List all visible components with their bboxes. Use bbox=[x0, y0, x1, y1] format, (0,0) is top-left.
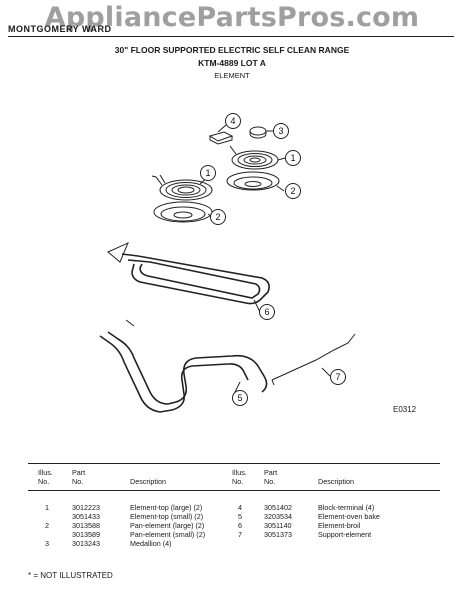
callout-2-a-label: 2 bbox=[215, 212, 220, 222]
row-part: 3013588 bbox=[72, 521, 100, 530]
row-no: 2 bbox=[45, 521, 49, 530]
row-no: 1 bbox=[45, 503, 49, 512]
row-part: 3051433 bbox=[72, 512, 100, 521]
model-number: KTM-4889 LOT A bbox=[198, 58, 266, 68]
broil-element bbox=[107, 242, 270, 305]
row-part: 3051402 bbox=[264, 503, 292, 512]
row-no: 6 bbox=[238, 521, 242, 530]
row-no: 4 bbox=[238, 503, 242, 512]
callout-3 bbox=[273, 123, 289, 139]
row-part: 3051140 bbox=[264, 521, 292, 530]
row-part: 3012223 bbox=[72, 503, 100, 512]
callout-4 bbox=[225, 113, 241, 129]
medallion bbox=[249, 126, 267, 139]
row-desc: Element-top (large) (2) bbox=[130, 503, 203, 512]
watermark-text: AppliancePartsPros.com bbox=[44, 2, 420, 33]
row-no: 7 bbox=[238, 530, 242, 539]
bake-element bbox=[99, 319, 268, 413]
row-desc: Block-terminal (4) bbox=[318, 503, 375, 512]
callout-2-b-label: 2 bbox=[290, 186, 295, 196]
footnote: * = NOT ILLUSTRATED bbox=[28, 571, 113, 580]
support-element bbox=[271, 333, 356, 386]
callout-3-label: 3 bbox=[278, 126, 283, 136]
callout-2-a bbox=[210, 209, 226, 225]
row-desc: Element-broil bbox=[318, 521, 361, 530]
callout-6-label: 6 bbox=[264, 307, 269, 317]
row-desc: Medallion (4) bbox=[130, 539, 172, 548]
callout-1-a-label: 1 bbox=[205, 168, 210, 178]
row-desc: Support-element bbox=[318, 530, 372, 539]
col-desc-right: Description bbox=[318, 477, 354, 486]
parts-diagram: 1 1 2 2 3 4 5 6 7 bbox=[99, 113, 356, 413]
col-part-left: Part No. bbox=[72, 468, 86, 486]
row-part: 3013589 bbox=[72, 530, 100, 539]
header-rule bbox=[8, 36, 454, 37]
row-part: 3051373 bbox=[264, 530, 292, 539]
brand-name: MONTGOMERY WARD bbox=[8, 24, 112, 34]
surface-element-small bbox=[229, 145, 279, 170]
terminal-block bbox=[208, 131, 234, 145]
row-desc: Element-top (small) (2) bbox=[130, 512, 204, 521]
callout-4-label: 4 bbox=[230, 116, 235, 126]
col-part-right: Part No. bbox=[264, 468, 278, 486]
callout-1-a bbox=[200, 165, 216, 181]
section-title: ELEMENT bbox=[214, 71, 250, 80]
drip-pan-small bbox=[226, 171, 280, 191]
callout-2-b bbox=[285, 183, 301, 199]
drip-pan-large bbox=[153, 201, 213, 223]
row-no: 5 bbox=[238, 512, 242, 521]
table-header-rule bbox=[28, 490, 440, 491]
callout-1-b bbox=[285, 150, 301, 166]
callout-6 bbox=[259, 304, 275, 320]
col-illus-left: Illus. No. bbox=[38, 468, 53, 486]
surface-element-large bbox=[151, 174, 213, 201]
col-desc-left: Description bbox=[130, 477, 166, 486]
row-part: 3203534 bbox=[264, 512, 292, 521]
callout-5 bbox=[232, 390, 248, 406]
callout-1-b-label: 1 bbox=[290, 153, 295, 163]
row-no: 3 bbox=[45, 539, 49, 548]
callout-5-label: 5 bbox=[237, 393, 242, 403]
row-desc: Pan-element (large) (2) bbox=[130, 521, 205, 530]
diagram-code: E0312 bbox=[393, 405, 417, 414]
row-part: 3013243 bbox=[72, 539, 100, 548]
model-title: 30" FLOOR SUPPORTED ELECTRIC SELF CLEAN … bbox=[114, 45, 350, 55]
row-desc: Element-oven bake bbox=[318, 512, 380, 521]
callout-7-label: 7 bbox=[335, 372, 340, 382]
row-desc: Pan-element (small) (2) bbox=[130, 530, 206, 539]
table-top-rule bbox=[28, 463, 440, 464]
callout-7 bbox=[330, 369, 346, 385]
col-illus-right: Illus. No. bbox=[232, 468, 247, 486]
